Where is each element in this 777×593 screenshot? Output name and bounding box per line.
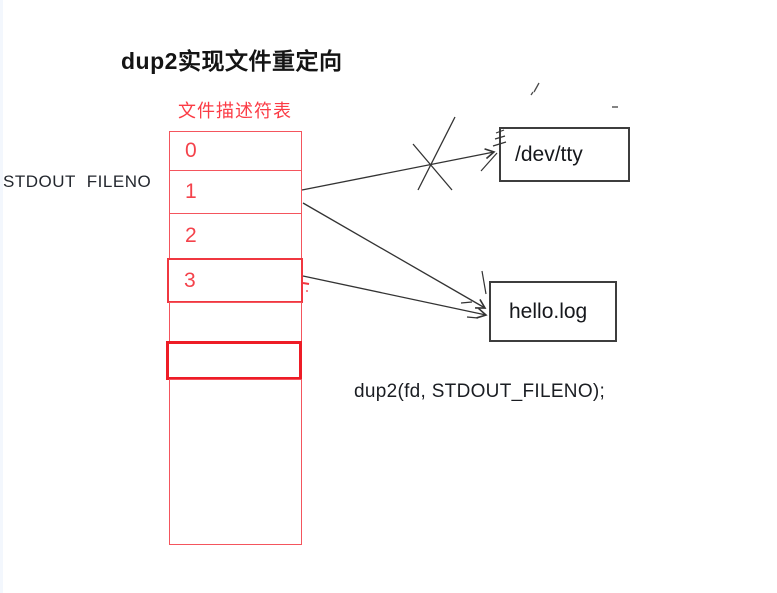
fd-row-1-index: 1 <box>185 180 197 203</box>
fd-table-row-2: 2 <box>169 213 302 259</box>
fd-table-label: 文件描述符表 <box>178 101 292 121</box>
cross-out-x-icon <box>412 116 456 191</box>
fd-row-2-index: 2 <box>185 224 197 247</box>
hellolog-file-box: hello.log <box>489 281 617 342</box>
red-dash-mark <box>302 282 310 292</box>
stray-pen-marks <box>530 82 618 108</box>
page-left-edge-strip <box>0 0 3 593</box>
fd-row-3-index: 3 <box>184 268 196 292</box>
fd-table-row-empty <box>169 302 302 342</box>
fd-table-row-1: 1 <box>169 170 302 214</box>
fd-row-0-index: 0 <box>185 139 197 162</box>
hellolog-label: hello.log <box>509 299 588 323</box>
arrow-fd1-to-hellolog <box>302 202 487 309</box>
devtty-file-box: /dev/tty <box>499 127 630 182</box>
page-title: dup2实现文件重定向 <box>121 48 343 74</box>
arrow-fd3-to-hellolog <box>302 275 488 319</box>
fd-table-row-highlighted <box>166 341 302 380</box>
fd-table-bottom-section <box>169 379 302 545</box>
fd-table-row-3: 3 <box>167 258 303 303</box>
dup2-code-text: dup2(fd, STDOUT_FILENO); <box>354 381 606 402</box>
stdout-fileno-label: STDOUT FILENO <box>3 172 152 191</box>
fd-table-row-0: 0 <box>169 131 302 171</box>
hellolog-scribble-marks <box>460 270 487 319</box>
devtty-label: /dev/tty <box>515 142 583 166</box>
arrow-fd1-to-devtty <box>301 148 496 191</box>
